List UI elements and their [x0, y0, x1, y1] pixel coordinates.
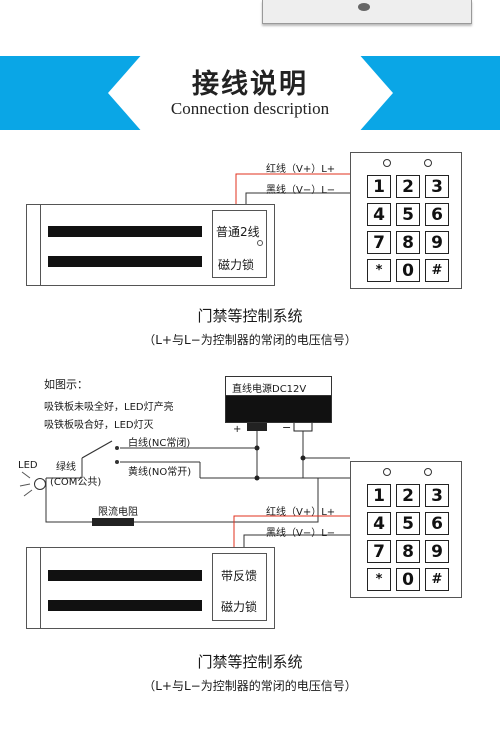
- d1-red-wire-label: 红线（V+）L+: [266, 164, 336, 175]
- white-wire-label: 白线(NC常闭): [128, 438, 191, 449]
- example-line-2: 吸铁板吸合好，LED灯灭: [44, 420, 154, 431]
- power-supply-label: 直线电源DC12V: [232, 384, 307, 395]
- yellow-wire-label: 黄线(NO常开): [128, 467, 192, 478]
- junction-dot-2: [300, 455, 306, 461]
- led-return-wire: [45, 478, 92, 523]
- lock-2-edge: [40, 547, 41, 629]
- lock-1-type: 普通2线: [216, 225, 260, 239]
- led-glow: [19, 471, 33, 497]
- keypad-indicator-icon: [383, 159, 391, 167]
- keypad-indicator-icon: [383, 468, 391, 476]
- keypad-key[interactable]: 0: [396, 568, 420, 591]
- banner-plate: [108, 54, 393, 132]
- d1-note: （L+与L−为控制器的常闭的电压信号）: [143, 333, 357, 347]
- keypad-key[interactable]: 3: [425, 484, 449, 507]
- com-label: (COM公共): [50, 477, 102, 488]
- keypad-indicator-icon: [424, 468, 432, 476]
- keypad-key[interactable]: 0: [396, 259, 420, 282]
- keypad-key[interactable]: 2: [396, 175, 420, 198]
- keypad-key[interactable]: 2: [396, 484, 420, 507]
- keypad-key[interactable]: *: [367, 568, 391, 591]
- keypad-key[interactable]: *: [367, 259, 391, 282]
- device-screw: [358, 3, 370, 11]
- lock-2-bar-bottom: [48, 600, 202, 611]
- junction-dot: [254, 475, 260, 481]
- power-plus-label: +: [233, 424, 242, 435]
- lock-1-bar-bottom: [48, 256, 202, 267]
- d2-red-wire-label: 红线（V+）L+: [266, 507, 336, 518]
- lock-1-bar-top: [48, 226, 202, 237]
- d2-note: （L+与L−为控制器的常闭的电压信号）: [143, 679, 357, 693]
- d1-red-wire: [235, 173, 362, 205]
- keypad-key[interactable]: #: [425, 568, 449, 591]
- device-photo-top: [262, 0, 472, 24]
- switch-contact-nc: [115, 446, 119, 450]
- lock-2-type: 带反馈: [221, 569, 258, 583]
- resistor-label: 限流电阻: [98, 507, 138, 518]
- keypad-key[interactable]: 6: [425, 512, 449, 535]
- keypad-key[interactable]: 5: [396, 512, 420, 535]
- keypad-key[interactable]: 3: [425, 175, 449, 198]
- d2-red-wire: [233, 515, 362, 548]
- d1-black-wire: [245, 192, 362, 205]
- power-minus-label: −: [282, 421, 292, 434]
- lock-1-edge: [40, 204, 41, 286]
- example-title: 如图示：: [44, 378, 88, 391]
- switch-blade: [81, 440, 113, 459]
- keypad-key[interactable]: 8: [396, 231, 420, 254]
- led-icon: [34, 478, 46, 490]
- keypad-key[interactable]: 6: [425, 203, 449, 226]
- keypad-key[interactable]: 7: [367, 540, 391, 563]
- lock-2-label-box: [212, 553, 267, 621]
- keypad-key[interactable]: 8: [396, 540, 420, 563]
- led-label: LED: [18, 460, 38, 471]
- keypad-key[interactable]: 1: [367, 484, 391, 507]
- resistor: [92, 518, 134, 526]
- example-line-1: 吸铁板未吸全好，LED灯产亮: [44, 402, 174, 413]
- keypad-key[interactable]: 4: [367, 512, 391, 535]
- d2-black-wire-label: 黑线（V−）L−: [266, 528, 336, 539]
- d1-caption: 门禁等控制系统: [197, 307, 303, 325]
- lock-2-bar-top: [48, 570, 202, 581]
- keypad-key[interactable]: #: [425, 259, 449, 282]
- power-terminal-plus: [247, 422, 267, 431]
- lock-1-name: 磁力锁: [218, 258, 255, 272]
- lock-2-name: 磁力锁: [221, 600, 258, 614]
- keypad-key[interactable]: 7: [367, 231, 391, 254]
- power-supply-label-box: [225, 376, 332, 396]
- keypad-key[interactable]: 9: [425, 231, 449, 254]
- keypad-key[interactable]: 1: [367, 175, 391, 198]
- keypad-indicator-icon: [424, 159, 432, 167]
- lock-1-indicator-icon: [257, 240, 263, 246]
- keypad-key[interactable]: 9: [425, 540, 449, 563]
- resistor-to-keypad: [134, 478, 319, 523]
- d2-caption: 门禁等控制系统: [197, 653, 303, 671]
- green-wire-label: 绿线: [56, 462, 76, 473]
- d2-black-wire: [243, 534, 362, 548]
- banner-subtitle: Connection description: [170, 99, 330, 118]
- keypad-key[interactable]: 5: [396, 203, 420, 226]
- power-terminal-minus: [293, 421, 313, 432]
- banner-title: 接线说明: [192, 69, 308, 100]
- d1-black-wire-label: 黑线（V−）L−: [266, 185, 336, 196]
- switch-contact-no: [115, 460, 119, 464]
- keypad-key[interactable]: 4: [367, 203, 391, 226]
